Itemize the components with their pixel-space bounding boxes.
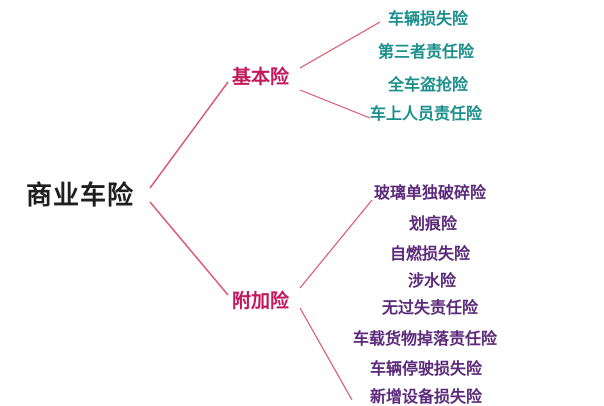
basic-item: 车辆损失险 — [388, 9, 469, 28]
addon-item: 自燃损失险 — [390, 244, 471, 263]
branch-basic: 基本险 — [232, 66, 290, 88]
addon-item: 玻璃单独破碎险 — [374, 183, 487, 202]
addon-item: 车载货物掉落责任险 — [353, 329, 498, 348]
connector-root-basic — [149, 81, 229, 189]
basic-item: 第三者责任险 — [378, 42, 475, 61]
root-title: 商业车险 — [26, 181, 135, 211]
addon-item: 车辆停驶损失险 — [370, 359, 483, 378]
connector-addon-item-0 — [299, 199, 373, 289]
connector-basic-item-0 — [299, 21, 381, 69]
connector-addon-item-7 — [299, 307, 353, 401]
addon-item: 无过失责任险 — [382, 298, 479, 317]
basic-item: 全车盗抢险 — [388, 75, 469, 94]
addon-item: 新增设备损失险 — [370, 387, 483, 406]
connector-root-addon — [149, 201, 229, 296]
connector-basic-item-3 — [299, 89, 371, 119]
addon-item: 涉水险 — [408, 271, 457, 290]
addon-item: 划痕险 — [409, 214, 458, 233]
branch-addon: 附加险 — [232, 290, 290, 312]
basic-item: 车上人员责任险 — [370, 104, 483, 123]
